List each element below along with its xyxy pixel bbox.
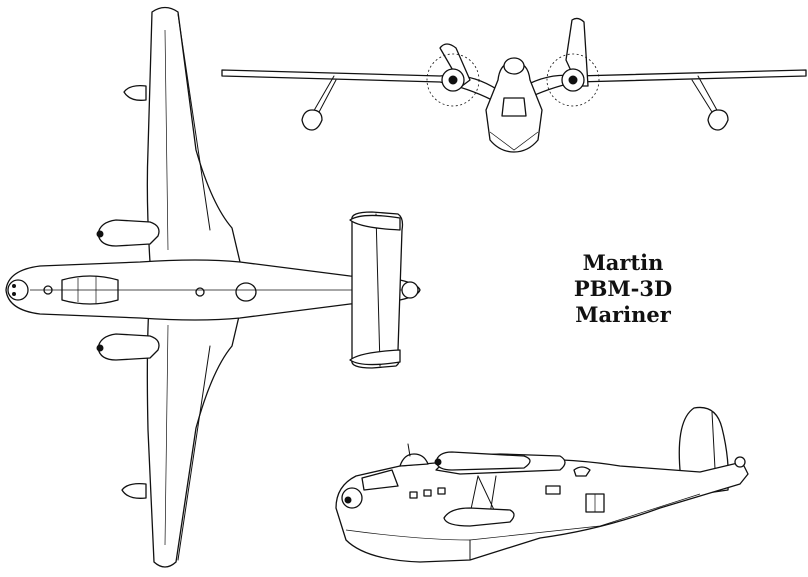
- front-view-strut-left: [311, 75, 337, 115]
- side-view-float-strut-2: [477, 475, 497, 515]
- plan-view-nacelle-upper: [97, 219, 160, 247]
- plan-view-nacelle-lower: [97, 333, 160, 361]
- side-view: [335, 406, 749, 563]
- side-view-float: [443, 507, 515, 527]
- side-view-nacelle: [435, 451, 531, 471]
- plan-view-bow-turret-gun-dot: [12, 284, 16, 288]
- plan-view-wing-flap-line-lower: [177, 345, 211, 561]
- plan-view: [5, 6, 421, 568]
- side-view-spinner: [434, 458, 442, 466]
- front-view-float-right: [707, 109, 729, 131]
- side-view-bow-turret-port: [344, 496, 352, 504]
- front-view-hull-keel: [489, 131, 539, 151]
- front-view: [221, 17, 807, 153]
- front-view-prop-disc-left: [426, 53, 480, 107]
- front-view-strut-right: [691, 75, 719, 113]
- front-view-float-left: [301, 109, 323, 131]
- plan-view-bow-turret-gun-dot-2: [12, 292, 16, 296]
- front-view-bow-turret: [501, 97, 527, 117]
- caption-name: Mariner: [575, 302, 671, 327]
- plan-view-tailplane: [351, 211, 404, 369]
- caption-manufacturer: Martin: [582, 250, 664, 275]
- side-view-window-3: [437, 487, 446, 495]
- plan-view-nacelle-lower-spinner: [96, 344, 104, 352]
- side-view-tail-turret: [734, 456, 746, 468]
- side-view-cockpit: [361, 469, 399, 491]
- plan-view-nacelle-upper-spinner: [96, 230, 104, 238]
- plan-view-float-lower: [121, 482, 147, 499]
- plan-view-dorsal-turret: [235, 282, 257, 302]
- plan-view-tail-turret: [401, 281, 419, 299]
- side-view-window-1: [409, 491, 418, 499]
- front-view-wing: [221, 69, 807, 101]
- plan-view-fin-upper: [349, 214, 401, 231]
- caption-model: PBM-3D: [573, 276, 673, 301]
- front-view-spinner-right: [568, 75, 578, 85]
- plan-view-wing-flap-line: [177, 13, 211, 231]
- plan-view-fin-lower: [349, 349, 401, 366]
- plan-view-hatch-2: [195, 287, 205, 297]
- side-view-window-2: [423, 489, 432, 497]
- side-view-bow-turret: [341, 487, 363, 509]
- plan-view-wing-panel-line: [164, 29, 169, 546]
- plan-view-float-upper: [123, 84, 147, 101]
- side-view-dorsal-turret: [399, 453, 429, 467]
- side-view-hatch: [545, 485, 561, 495]
- side-view-hull: [335, 458, 749, 563]
- front-view-spinner-left: [448, 75, 458, 85]
- front-view-dorsal-turret: [503, 57, 525, 75]
- front-view-prop-disc-right: [546, 53, 600, 107]
- plan-view-elevator-line: [375, 213, 381, 367]
- side-view-aerial-mast: [407, 443, 411, 457]
- plan-view-bow-turret: [7, 279, 29, 301]
- aircraft-caption: Martin PBM-3D Mariner: [548, 250, 698, 328]
- side-view-exhaust: [573, 466, 591, 477]
